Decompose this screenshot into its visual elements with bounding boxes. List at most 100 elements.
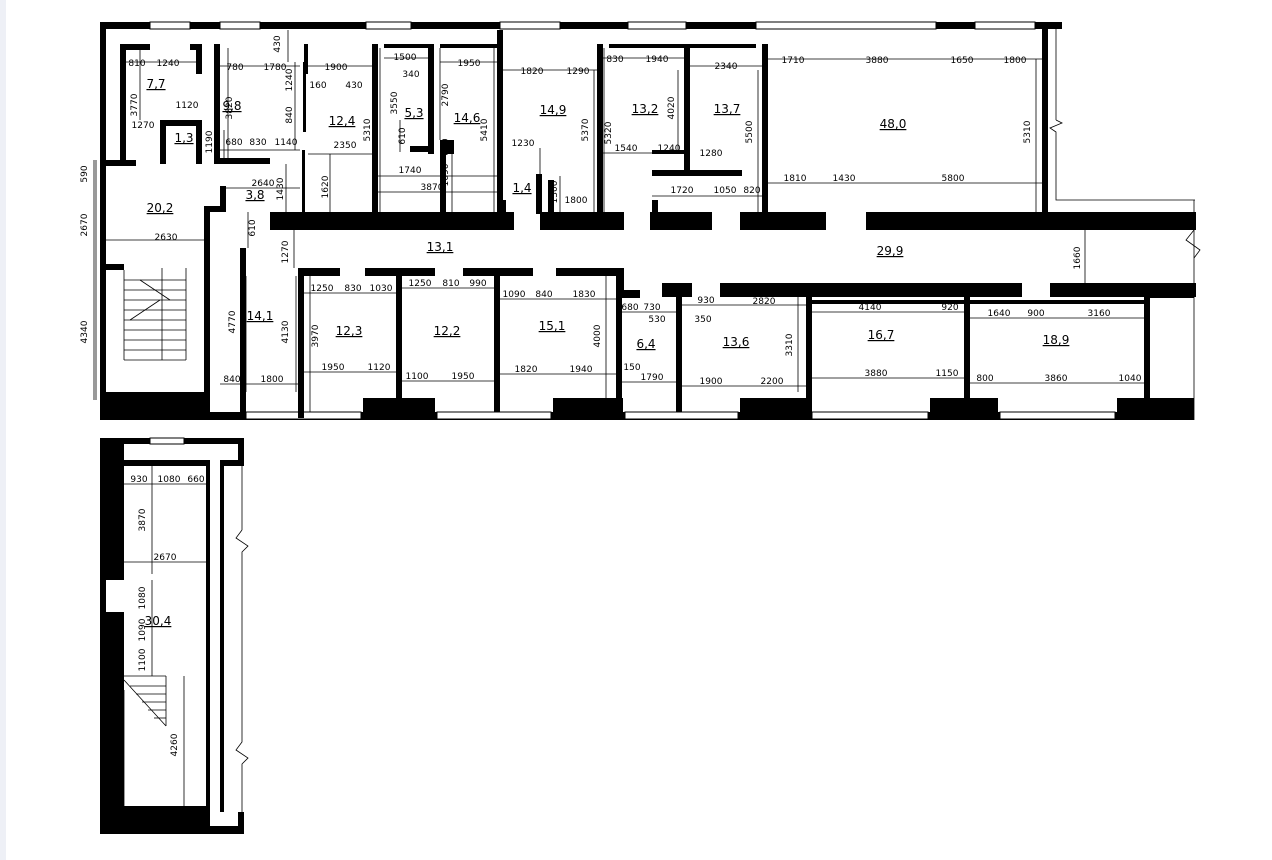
dimension-label: 610	[398, 127, 408, 144]
dimension-label: 810	[442, 279, 459, 289]
dimension-label: 3310	[785, 333, 795, 356]
dimension-label: 1430	[833, 174, 856, 184]
dimension-label: 840	[285, 106, 295, 123]
dimension-label: 1710	[782, 56, 805, 66]
dimension-label: 1080	[158, 475, 181, 485]
dimension-label: 4340	[80, 320, 90, 343]
room-area-label: 5,3	[404, 106, 423, 120]
dimension-label: 610	[248, 219, 258, 236]
dimension-label: 1240	[157, 59, 180, 69]
dimension-label: 1280	[700, 149, 723, 159]
room-area-label: 30,4	[145, 614, 172, 628]
dimension-label: 920	[941, 303, 958, 313]
dimension-label: 680	[621, 303, 638, 313]
dimension-label: 1090	[503, 290, 526, 300]
dimension-label: 2630	[155, 233, 178, 243]
dimension-label: 1950	[458, 59, 481, 69]
dimension-label: 2340	[715, 62, 738, 72]
room-area-label: 7,7	[146, 77, 165, 91]
dimension-label: 680	[225, 138, 242, 148]
dimension-label: 3880	[866, 56, 889, 66]
dimension-label: 5500	[745, 120, 755, 143]
dimension-label: 1800	[565, 196, 588, 206]
dimension-label: 1040	[1119, 374, 1142, 384]
dimension-label: 5310	[363, 118, 373, 141]
dimension-label: 1190	[205, 130, 215, 153]
room-area-label: 3,8	[245, 188, 264, 202]
dimension-label: 1290	[567, 67, 590, 77]
room-area-label: 14,1	[247, 309, 274, 323]
annex-outer-left	[100, 438, 106, 834]
dimension-label: 5370	[581, 118, 591, 141]
dimension-label: 1800	[1004, 56, 1027, 66]
outer-wall-right-upper	[1042, 22, 1048, 212]
dimension-label: 3550	[390, 91, 400, 114]
dimension-label: 160	[309, 81, 326, 91]
room-area-label: 16,7	[868, 328, 895, 342]
room-area-label: 1,3	[174, 131, 193, 145]
dimension-label: 1640	[988, 309, 1011, 319]
dimension-label: 150	[623, 363, 640, 373]
dimension-label: 4130	[281, 320, 291, 343]
dimension-label: 990	[469, 279, 486, 289]
room-area-label: 12,4	[329, 114, 356, 128]
room-area-label: 13,2	[632, 102, 659, 116]
outer-wall-top	[100, 22, 1062, 29]
dimension-label: 1270	[132, 121, 155, 131]
dimension-label: 5320	[604, 121, 614, 144]
dimension-label: 5800	[942, 174, 965, 184]
dimension-label: 1820	[515, 365, 538, 375]
dimension-label: 1150	[936, 369, 959, 379]
dimension-label: 1720	[671, 186, 694, 196]
dimension-label: 1790	[641, 373, 664, 383]
page-edge	[0, 0, 6, 860]
dimension-label: 1800	[261, 375, 284, 385]
dimension-label: 800	[976, 374, 993, 384]
room-area-label: 14,6	[454, 111, 481, 125]
dimension-label: 3880	[865, 369, 888, 379]
dimension-label: 1900	[700, 377, 723, 387]
dimension-label: 2790	[441, 83, 451, 106]
dimension-label: 3970	[311, 324, 321, 347]
dimension-label: 830	[249, 138, 266, 148]
dimension-label: 340	[402, 70, 419, 80]
dimension-label: 2670	[80, 213, 90, 236]
room-area-label: 1,4	[512, 181, 531, 195]
outer-wall-left	[100, 22, 106, 420]
dimension-label: 1100	[138, 648, 148, 671]
dimension-label: 1780	[264, 63, 287, 73]
dimension-label: 1030	[370, 284, 393, 294]
dimension-label: 2640	[252, 179, 275, 189]
dimension-label: 1940	[646, 55, 669, 65]
dimension-label: 1250	[311, 284, 334, 294]
dimension-label: 1100	[406, 372, 429, 382]
dimension-label: 900	[1027, 309, 1044, 319]
room-area-label: 9,8	[222, 99, 241, 113]
dimension-label: 2670	[154, 553, 177, 563]
dimension-label: 3860	[1045, 374, 1068, 384]
dimension-label: 1810	[784, 174, 807, 184]
dimension-label: 1540	[615, 144, 638, 154]
dimension-label: 3770	[130, 93, 140, 116]
dimension-label: 1230	[512, 139, 535, 149]
dimension-label: 3870	[138, 508, 148, 531]
dimension-label: 4000	[593, 324, 603, 347]
dimension-label: 2200	[761, 377, 784, 387]
dimension-label: 1500	[394, 53, 417, 63]
dimension-label: 4770	[228, 310, 238, 333]
dimension-label: 5410	[480, 118, 490, 141]
room-area-label: 6,4	[636, 337, 655, 351]
dimension-label: 1120	[368, 363, 391, 373]
dimension-label: 1250	[409, 279, 432, 289]
dimension-label: 1080	[138, 586, 148, 609]
dimension-label: 1240	[658, 144, 681, 154]
dimension-label: 930	[697, 296, 714, 306]
room-area-label: 13,6	[723, 335, 750, 349]
dimension-label: 2350	[334, 141, 357, 151]
dimension-label: 1830	[573, 290, 596, 300]
dimension-label: 830	[344, 284, 361, 294]
dimension-label: 730	[643, 303, 660, 313]
dimension-label: 1940	[570, 365, 593, 375]
